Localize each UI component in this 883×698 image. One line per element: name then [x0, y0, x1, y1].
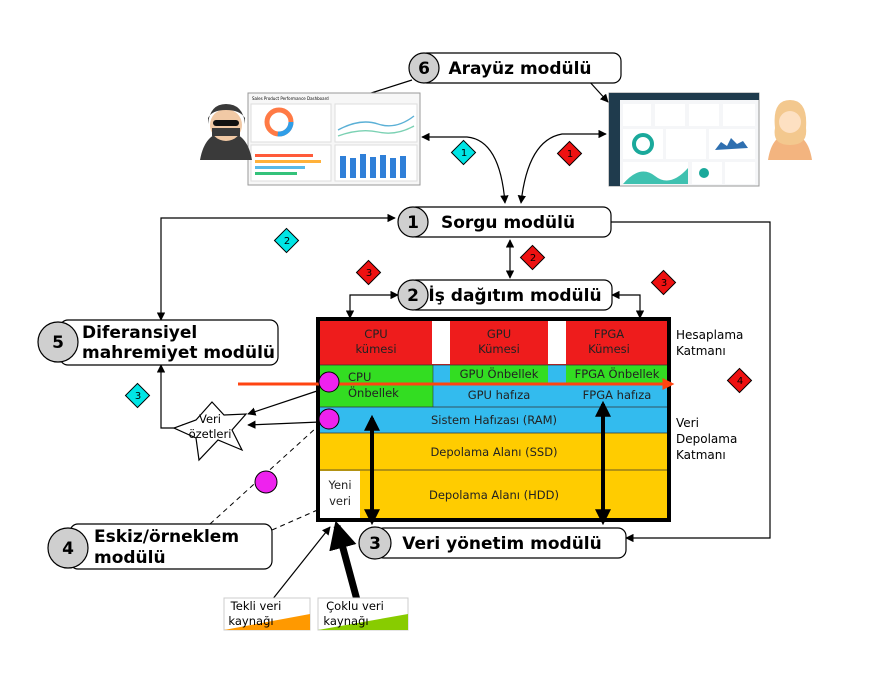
- interface-module-number: 6: [418, 59, 430, 79]
- sketch-marker-dot: [254, 470, 278, 494]
- cyan-badge-3: 3: [124, 382, 151, 409]
- cyan-badge-2: 2: [273, 227, 300, 254]
- svg-text:2: 2: [530, 253, 536, 264]
- red-badge-2: 2: [519, 244, 546, 271]
- cpu-cache-label-line1: CPU: [348, 370, 371, 384]
- hacker-person-icon: [200, 104, 252, 160]
- privacy-module-label-line2: mahremiyet modülü: [82, 343, 275, 363]
- data-summaries-star: Veri özetleri: [172, 401, 248, 462]
- sketch-module: 4 Eskiz/örneklem modülü: [47, 523, 273, 570]
- ram-marker-dot: [318, 408, 340, 430]
- woman-person-icon: [768, 100, 812, 160]
- interface-module-label: Arayüz modülü: [448, 59, 591, 79]
- svg-text:1: 1: [461, 148, 467, 159]
- privacy-module-label-line1: Diferansiyel: [82, 323, 197, 343]
- svg-text:1: 1: [567, 149, 573, 160]
- sketch-module-label-line1: Eskiz/örneklem: [94, 527, 239, 547]
- multi-data-source: Çoklu veri kaynağı: [317, 597, 409, 631]
- privacy-module: 5 Diferansiyel mahremiyet modülü: [37, 319, 279, 366]
- query-module-label: Sorgu modülü: [441, 213, 575, 233]
- gpu-cluster-label-line1: GPU: [487, 327, 511, 341]
- svg-text:3: 3: [661, 278, 667, 289]
- interface-module: 6 Arayüz modülü: [408, 52, 622, 84]
- data-management-module: 3 Veri yönetim modülü: [358, 526, 627, 560]
- single-source-label-line1: Tekli veri: [230, 599, 282, 613]
- data-management-module-label: Veri yönetim modülü: [402, 534, 601, 554]
- svg-text:3: 3: [366, 268, 372, 279]
- compute-layer-label-line2: Katmanı: [676, 344, 726, 358]
- multi-source-label-line1: Çoklu veri: [326, 599, 384, 613]
- svg-text:2: 2: [284, 236, 290, 247]
- fpga-cluster-label-line2: Kümesi: [588, 342, 630, 356]
- fpga-memory-label: FPGA hafıza: [583, 388, 652, 402]
- dispatch-module: 2 İş dağıtım modülü: [397, 279, 613, 311]
- cache-marker-dot: [318, 371, 340, 393]
- fpga-cluster-label-line1: FPGA: [594, 327, 624, 341]
- cpu-cache-label-line2: Önbellek: [348, 384, 399, 400]
- red-badge-3-left: 3: [355, 259, 382, 286]
- cpu-cluster-label-line2: kümesi: [355, 342, 396, 356]
- multi-source-label-line2: kaynağı: [323, 614, 368, 628]
- left-dashboard-title: Sales Product Performance Dashboard: [252, 96, 329, 101]
- new-data-label-line2: veri: [329, 494, 351, 508]
- sketch-module-number: 4: [62, 539, 74, 559]
- single-source-label-line2: kaynağı: [228, 614, 273, 628]
- storage-layer-label-line1: Veri: [676, 416, 699, 430]
- fpga-cache-label: FPGA Önbellek: [575, 365, 660, 381]
- red-badge-3-right: 3: [650, 269, 677, 296]
- dispatch-module-label: İş dağıtım modülü: [428, 284, 601, 306]
- right-dashboard-thumbnail: [608, 92, 760, 187]
- gpu-cluster-label-line2: Kümesi: [478, 342, 520, 356]
- new-data-label-line1: Yeni: [327, 478, 351, 492]
- query-module-number: 1: [407, 213, 419, 233]
- left-dashboard-thumbnail: Sales Product Performance Dashboard: [247, 92, 421, 186]
- gpu-cache-label: GPU Önbellek: [460, 365, 539, 381]
- red-badge-1: 1: [556, 140, 583, 167]
- cpu-cluster-label-line1: CPU: [364, 327, 387, 341]
- cyan-badge-1: 1: [450, 139, 477, 166]
- storage-layer-label-line3: Katmanı: [676, 448, 726, 462]
- svg-text:4: 4: [737, 376, 743, 387]
- ram-label: Sistem Hafızası (RAM): [431, 413, 557, 427]
- sketch-module-label-line2: modülü: [94, 548, 166, 568]
- privacy-module-number: 5: [52, 333, 64, 353]
- ssd-label: Depolama Alanı (SSD): [430, 445, 557, 459]
- data-management-module-number: 3: [369, 534, 381, 554]
- storage-layer-label-line2: Depolama: [676, 432, 737, 446]
- svg-text:3: 3: [135, 391, 141, 402]
- query-module: 1 Sorgu modülü: [397, 206, 612, 238]
- red-badge-4: 4: [726, 367, 753, 394]
- compute-layer-label-line1: Hesaplama: [676, 328, 743, 342]
- data-summaries-label-line1: Veri: [199, 412, 221, 426]
- dispatch-module-number: 2: [407, 286, 419, 306]
- data-summaries-label-line2: özetleri: [189, 427, 232, 441]
- gpu-memory-label: GPU hafıza: [468, 388, 531, 402]
- single-data-source: Tekli veri kaynağı: [223, 597, 311, 631]
- hdd-label: Depolama Alanı (HDD): [429, 488, 559, 502]
